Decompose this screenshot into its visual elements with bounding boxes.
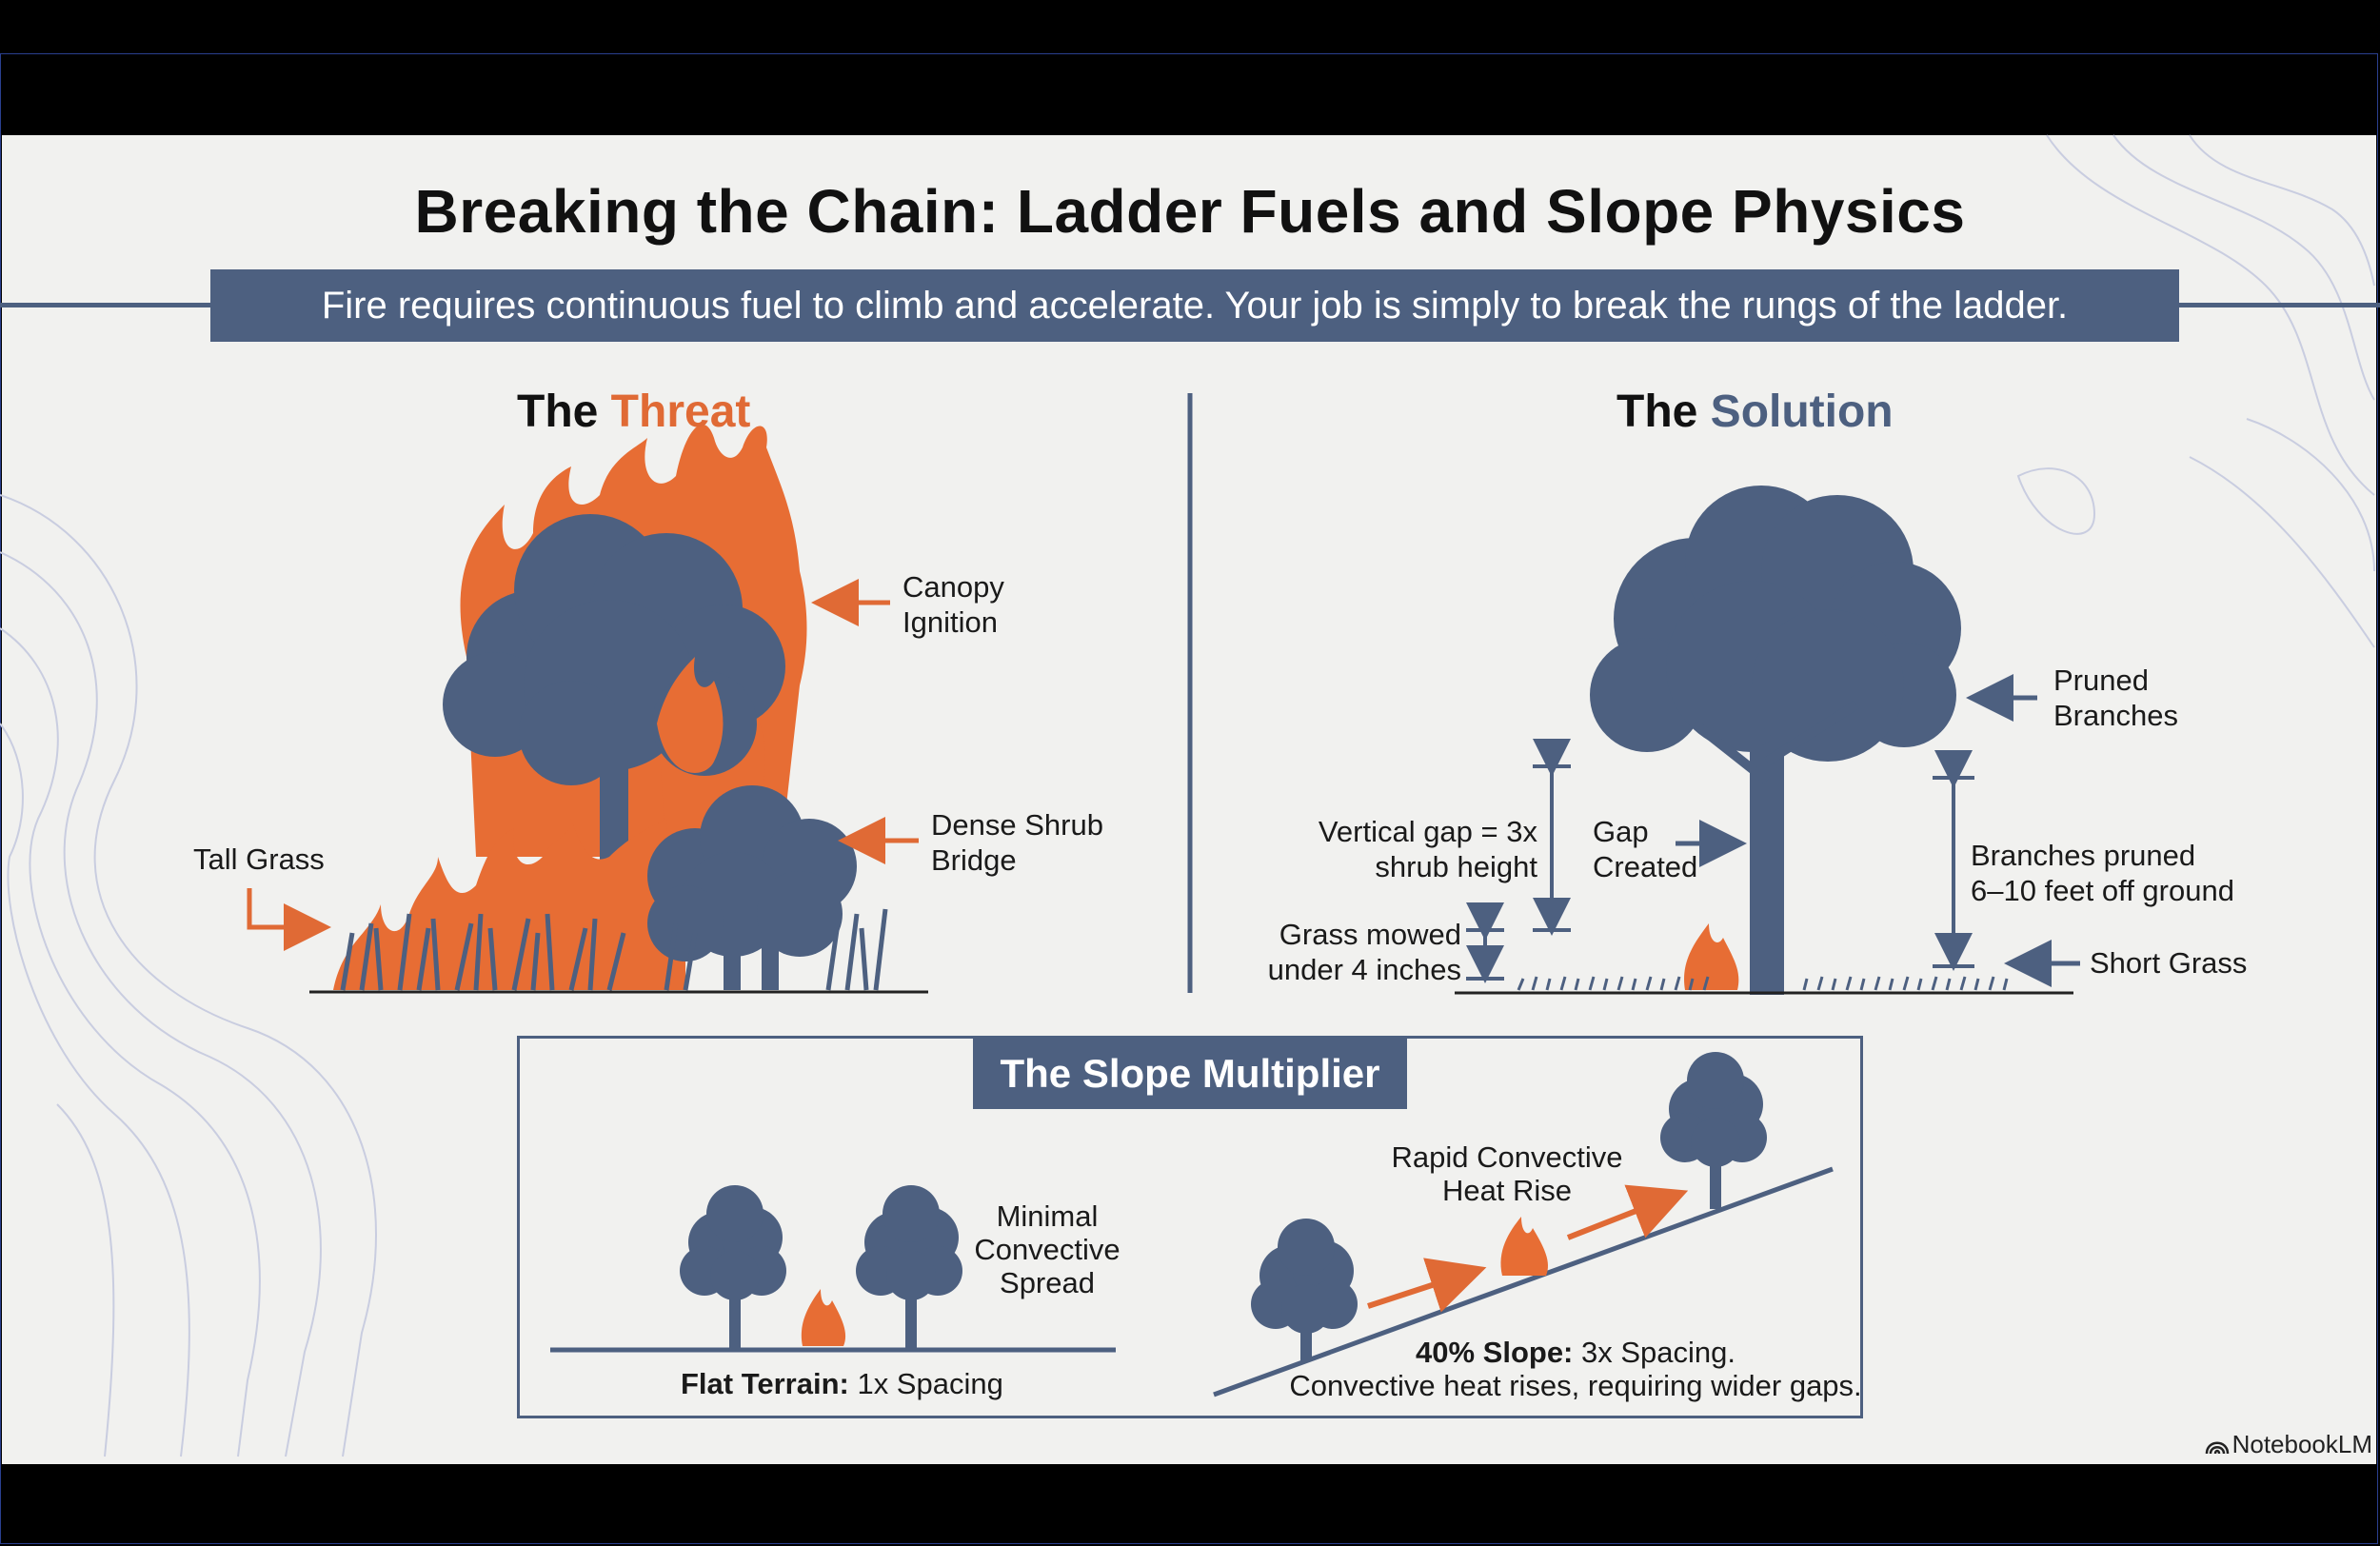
slope-flame-icon — [1500, 1217, 1549, 1276]
slope-multiplier-heading: The Slope Multiplier — [973, 1038, 1407, 1109]
short-grass-icon — [1517, 976, 2009, 991]
banner-rule-right — [2171, 303, 2380, 307]
short-grass-label: Short Grass — [2090, 946, 2248, 980]
flat-tree-right-icon — [856, 1185, 962, 1350]
threat-heading: The Threat — [517, 386, 751, 437]
tall-grass-icon — [340, 908, 888, 991]
heat-arrow-high — [1566, 1184, 1689, 1240]
heat-arrow-low — [1367, 1258, 1487, 1313]
page-title: Breaking the Chain: Ladder Fuels and Slo… — [414, 177, 1966, 246]
threat-illustration — [247, 424, 928, 994]
slope-caption: 40% Slope: 3x Spacing.Convective heat ri… — [1289, 1336, 1862, 1402]
grass-arrow — [247, 888, 331, 951]
topo-lines — [0, 134, 2375, 1457]
small-flame-icon — [1684, 923, 1739, 990]
tall-grass-label: Tall Grass — [193, 842, 325, 876]
slope-tree-high-icon — [1660, 1052, 1767, 1209]
grass-flame-icon — [333, 819, 685, 990]
dense-shrub-icon — [647, 785, 857, 990]
flat-tree-left-icon — [680, 1185, 786, 1350]
solution-heading: The Solution — [1616, 386, 1894, 437]
flat-terrain-caption: Flat Terrain: 1x Spacing — [681, 1367, 1003, 1400]
banner-text: Fire requires continuous fuel to climb a… — [210, 269, 2179, 342]
notebooklm-branding: NotebookLM — [2231, 1430, 2372, 1458]
slope-multiplier-panel — [517, 1036, 1863, 1418]
banner-rule-left — [0, 303, 219, 307]
solution-illustration — [1455, 486, 2080, 995]
notebooklm-logo-icon — [2205, 1441, 2230, 1455]
flat-flame-icon — [801, 1289, 846, 1346]
pruned-tree-icon — [1590, 486, 1961, 995]
slope-illustration — [550, 1052, 1834, 1397]
slope-tree-low-icon — [1251, 1219, 1358, 1361]
